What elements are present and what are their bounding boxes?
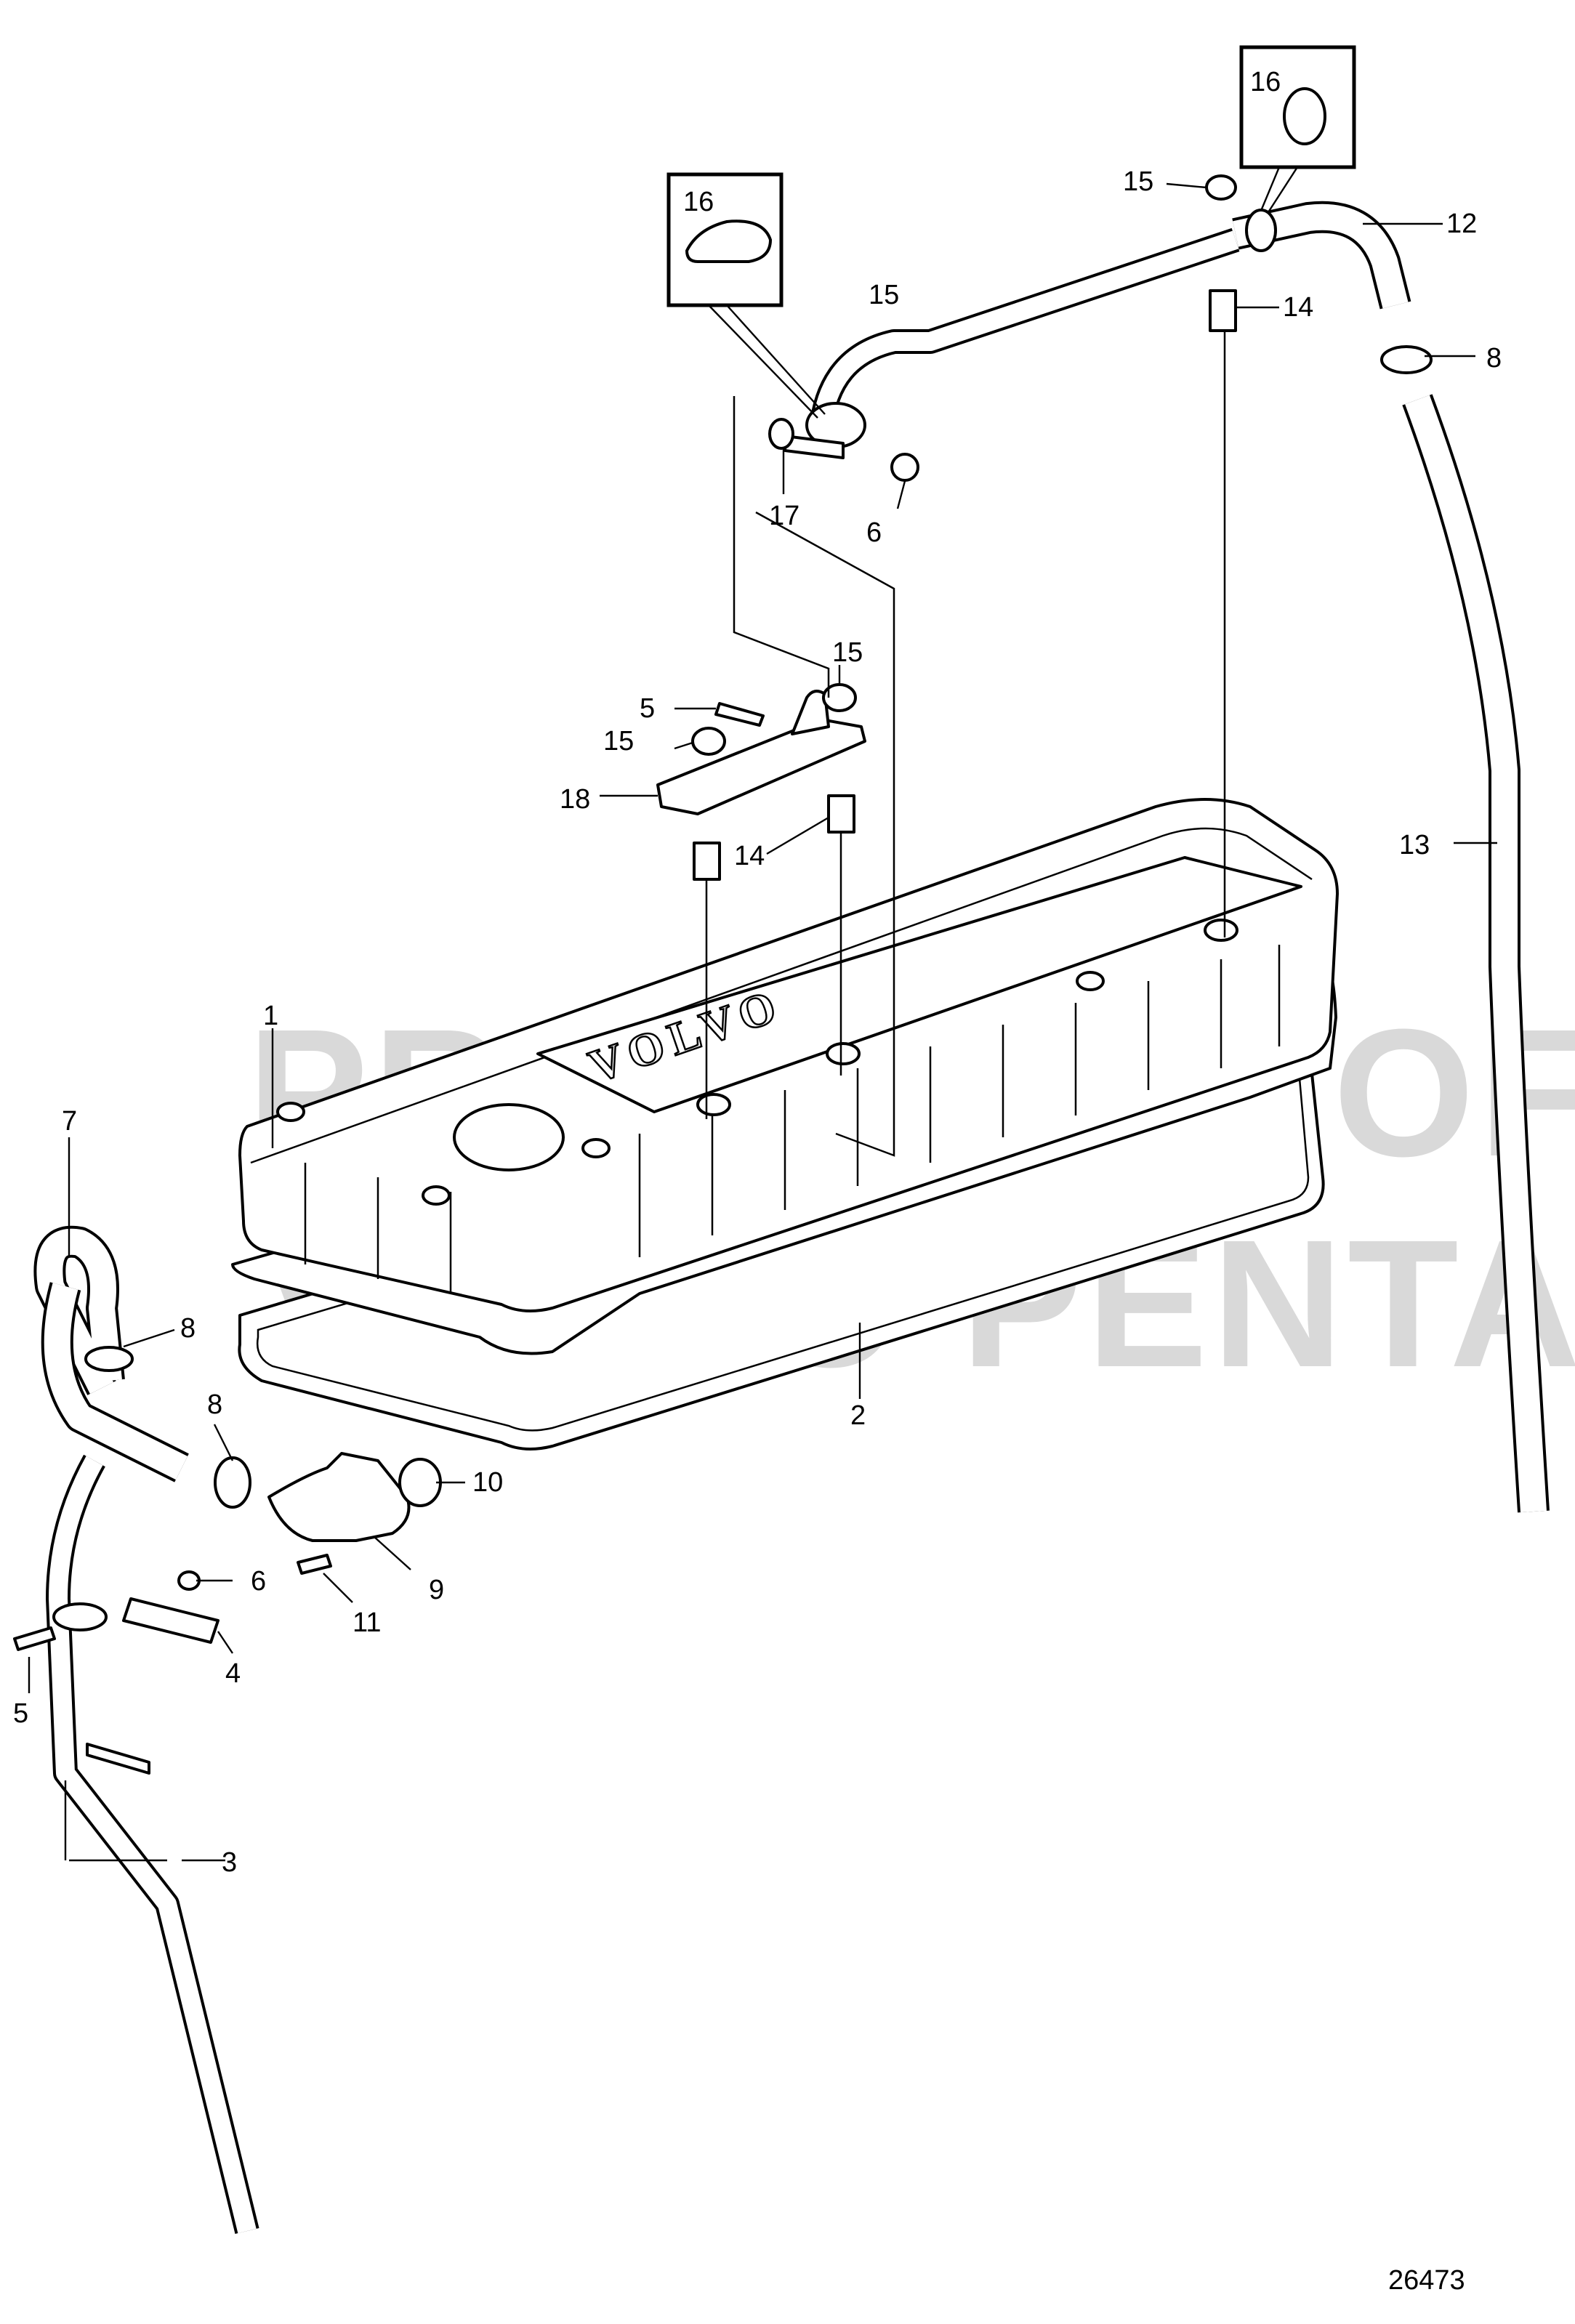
pipe-bracket-tab [86, 1743, 150, 1775]
screw-5-lower [13, 1626, 56, 1651]
callout-7: 7 [62, 1106, 77, 1137]
callout-13: 13 [1399, 830, 1430, 860]
connection-elbow [267, 1452, 411, 1542]
spacer-14-right [1209, 289, 1237, 332]
callout-6-upper: 6 [866, 517, 882, 548]
pipe-clamp-lower [52, 1602, 108, 1631]
screw-5-bracket [714, 702, 765, 727]
callout-18: 18 [560, 784, 590, 815]
callout-16-right-box: 16 [1250, 67, 1281, 97]
nut-6-upper [890, 453, 919, 482]
callout-2: 2 [850, 1400, 866, 1431]
hose-clamp-left-lower [214, 1456, 251, 1509]
callout-8-left-upper: 8 [180, 1313, 196, 1344]
cover-ribs [304, 945, 1281, 1294]
callout-box-16-left [666, 172, 826, 419]
screw-11 [297, 1554, 332, 1575]
callout-17: 17 [769, 501, 799, 531]
callout-14-right: 14 [1283, 292, 1313, 323]
o-ring [398, 1458, 442, 1507]
callout-14-mid: 14 [734, 841, 765, 871]
callout-11: 11 [353, 1607, 381, 1638]
nut-6-lower [177, 1570, 201, 1591]
breather-pipe [809, 227, 1240, 431]
spacer-14-mid-right [827, 794, 855, 834]
callout-15-top-right: 15 [1123, 166, 1153, 197]
nut-15-mid-left [691, 727, 726, 756]
nut-15-mid-right [822, 683, 857, 712]
pipe-clamp-right [1245, 209, 1277, 252]
callout-10: 10 [472, 1467, 503, 1498]
hose-7 [33, 1225, 189, 1482]
hose-12 [1232, 201, 1411, 310]
callout-8-left-lower: 8 [207, 1389, 222, 1420]
pipe-clamp-upper [784, 402, 866, 459]
bracket-4 [122, 1597, 219, 1644]
callout-15-pipe: 15 [869, 280, 899, 310]
callout-1: 1 [263, 1001, 278, 1031]
callout-4: 4 [225, 1658, 241, 1689]
callout-16-left-box: 16 [683, 187, 714, 217]
hose-13 [1402, 394, 1550, 1513]
callout-5-bracket: 5 [640, 693, 655, 724]
callout-15-nut-right: 15 [832, 637, 863, 668]
callout-9: 9 [429, 1575, 444, 1605]
callout-5-lower: 5 [13, 1698, 28, 1729]
callout-box-16-right [1239, 45, 1356, 213]
hose-clamp-left-upper [84, 1346, 134, 1372]
alignment-lines [705, 331, 1226, 1157]
hose-clamp-right [1380, 345, 1433, 374]
callout-3: 3 [222, 1847, 237, 1878]
figure-number: 26473 [1388, 2265, 1465, 2296]
callout-12: 12 [1446, 209, 1477, 239]
callout-labels: 12 8 13 14 15 15 16 16 17 6 15 5 15 18 1… [13, 67, 1502, 1878]
callout-15-nut-left: 15 [603, 726, 634, 756]
nut-15-top-right [1205, 174, 1237, 201]
washer-17 [768, 418, 794, 450]
spacer-14-mid-left [693, 842, 721, 881]
callout-6-lower: 6 [251, 1566, 266, 1597]
leader-lines [28, 182, 1497, 1862]
valve-cover: VOLVO [231, 798, 1339, 1355]
pipe-3 [46, 1454, 259, 2235]
callout-8-right: 8 [1486, 343, 1502, 374]
